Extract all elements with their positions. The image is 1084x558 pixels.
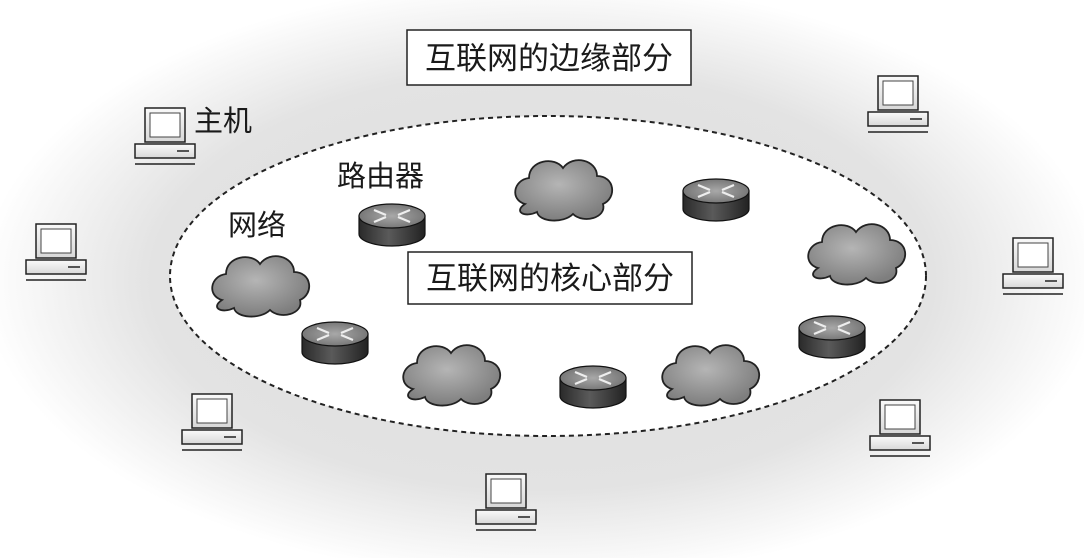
router-icon (358, 203, 426, 247)
network-cloud-icon (807, 223, 906, 286)
router-icon (559, 365, 627, 409)
edge-label-text: 互联网的边缘部分 (425, 41, 673, 77)
router-icon (798, 315, 866, 359)
desktop-computer-icon (867, 75, 929, 133)
desktop-computer-icon (134, 107, 196, 165)
router-label: 路由器 (337, 159, 424, 193)
desktop-computer-icon (25, 223, 87, 281)
router-icon (682, 178, 750, 222)
core-label-text: 互联网的核心部分 (426, 261, 674, 297)
core-label: 互联网的核心部分 (407, 251, 693, 305)
edge-label: 互联网的边缘部分 (406, 29, 692, 86)
network-cloud-icon (211, 255, 310, 318)
network-label: 网络 (228, 208, 286, 242)
desktop-computer-icon (869, 399, 931, 457)
desktop-computer-icon (1002, 237, 1064, 295)
network-cloud-icon (661, 344, 760, 407)
desktop-computer-icon (475, 473, 537, 531)
network-cloud-icon (402, 344, 501, 407)
network-cloud-icon (514, 159, 613, 222)
desktop-computer-icon (181, 393, 243, 451)
host-label: 主机 (194, 104, 252, 138)
router-icon (301, 321, 369, 365)
